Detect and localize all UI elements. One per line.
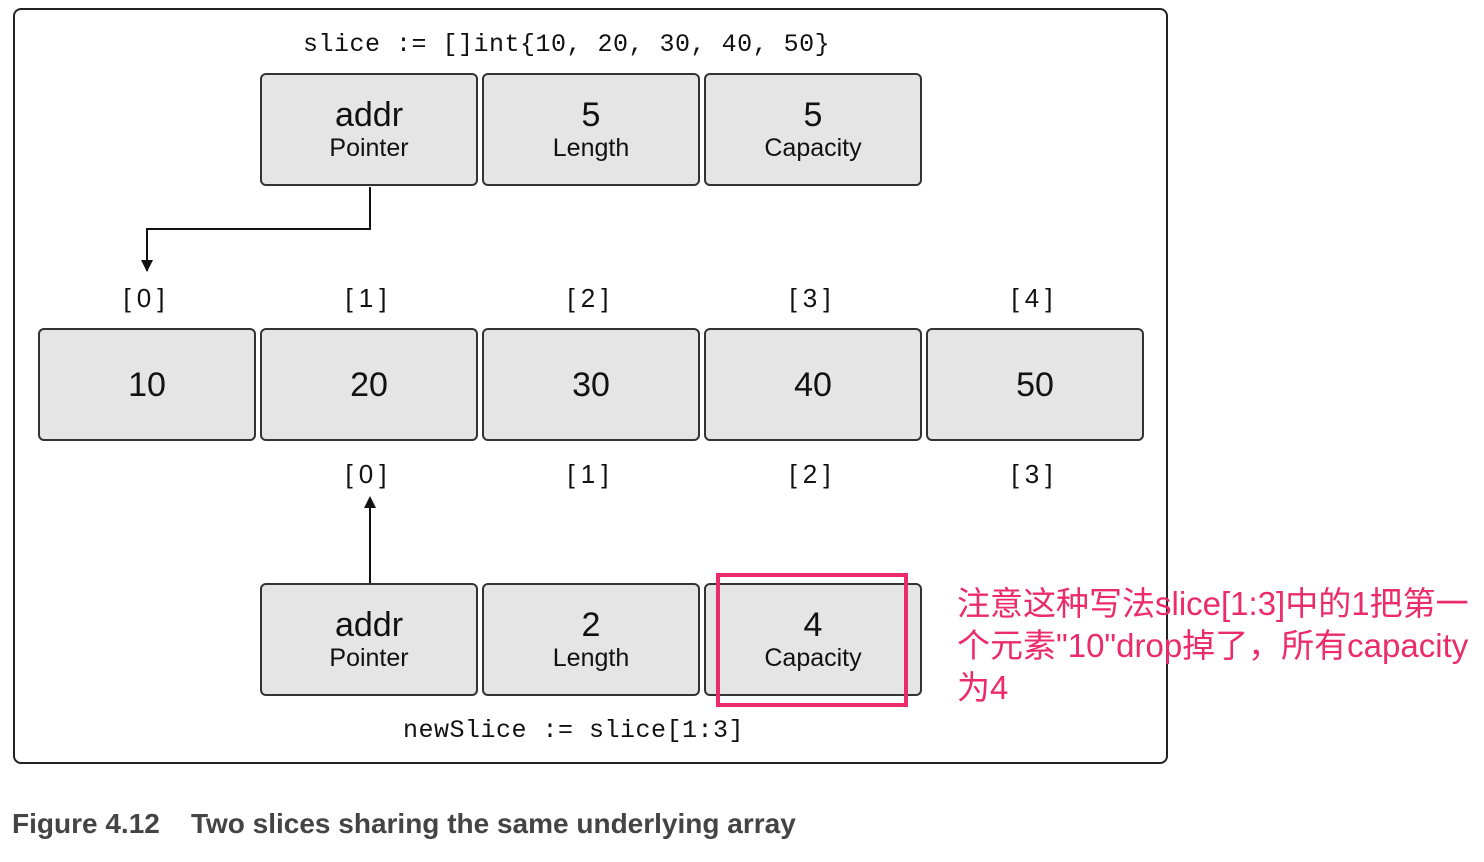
newslice-length-value: 2 <box>581 605 601 644</box>
array-cell: 10 <box>38 328 256 441</box>
array-index: [0] <box>123 283 171 313</box>
new-slice-index: [0] <box>345 459 393 489</box>
newslice-capacity-box: 4 Capacity <box>704 583 922 696</box>
slice-pointer-label: Pointer <box>329 133 409 162</box>
newslice-pointer-label: Pointer <box>329 643 409 672</box>
slice-capacity-box: 5 Capacity <box>704 73 922 186</box>
newslice-pointer-box: addr Pointer <box>260 583 478 696</box>
array-index: [1] <box>345 283 393 313</box>
newslice-capacity-label: Capacity <box>764 643 862 672</box>
capacity-annotation-note: 注意这种写法slice[1:3]中的1把第一个元素"10"drop掉了，所有ca… <box>957 585 1469 706</box>
array-cell-value: 20 <box>350 365 388 404</box>
figure-caption: Figure 4.12 Two slices sharing the same … <box>12 808 796 840</box>
array-cell: 30 <box>482 328 700 441</box>
new-slice-index: [3] <box>1011 459 1059 489</box>
slice-pointer-value: addr <box>334 95 404 134</box>
new-slice-index: [2] <box>789 459 837 489</box>
array-cell: 20 <box>260 328 478 441</box>
array-index: [4] <box>1011 283 1059 313</box>
slice-length-value: 5 <box>581 95 601 134</box>
array-cell: 40 <box>704 328 922 441</box>
slice-pointer-box: addr Pointer <box>260 73 478 186</box>
array-cell-value: 50 <box>1016 365 1054 404</box>
slice-length-label: Length <box>552 133 630 162</box>
slice-length-box: 5 Length <box>482 73 700 186</box>
slice-pointer-arrow <box>146 187 371 271</box>
figure-number: Figure 4.12 <box>12 808 160 839</box>
figure-title: Two slices sharing the same underlying a… <box>190 808 796 839</box>
capacity-highlight-box <box>716 573 908 707</box>
newslice-declaration-code: newSlice := slice[1:3] <box>403 716 745 745</box>
array-cell: 50 <box>926 328 1144 441</box>
newslice-capacity-value: 4 <box>803 605 823 644</box>
newslice-length-box: 2 Length <box>482 583 700 696</box>
newslice-arrowhead <box>364 496 376 508</box>
new-slice-index: [1] <box>567 459 615 489</box>
slice-capacity-value: 5 <box>803 95 823 134</box>
array-index: [3] <box>789 283 837 313</box>
array-cell-value: 40 <box>794 365 832 404</box>
array-index: [2] <box>567 283 615 313</box>
slice-capacity-label: Capacity <box>764 133 862 162</box>
diagram-frame <box>13 8 1168 764</box>
newslice-length-label: Length <box>552 643 630 672</box>
newslice-pointer-value: addr <box>334 605 404 644</box>
slice-arrowhead <box>141 260 153 272</box>
slice-declaration-code: slice := []int{10, 20, 30, 40, 50} <box>303 30 831 59</box>
array-cell-value: 30 <box>572 365 610 404</box>
array-cell-value: 10 <box>128 365 166 404</box>
